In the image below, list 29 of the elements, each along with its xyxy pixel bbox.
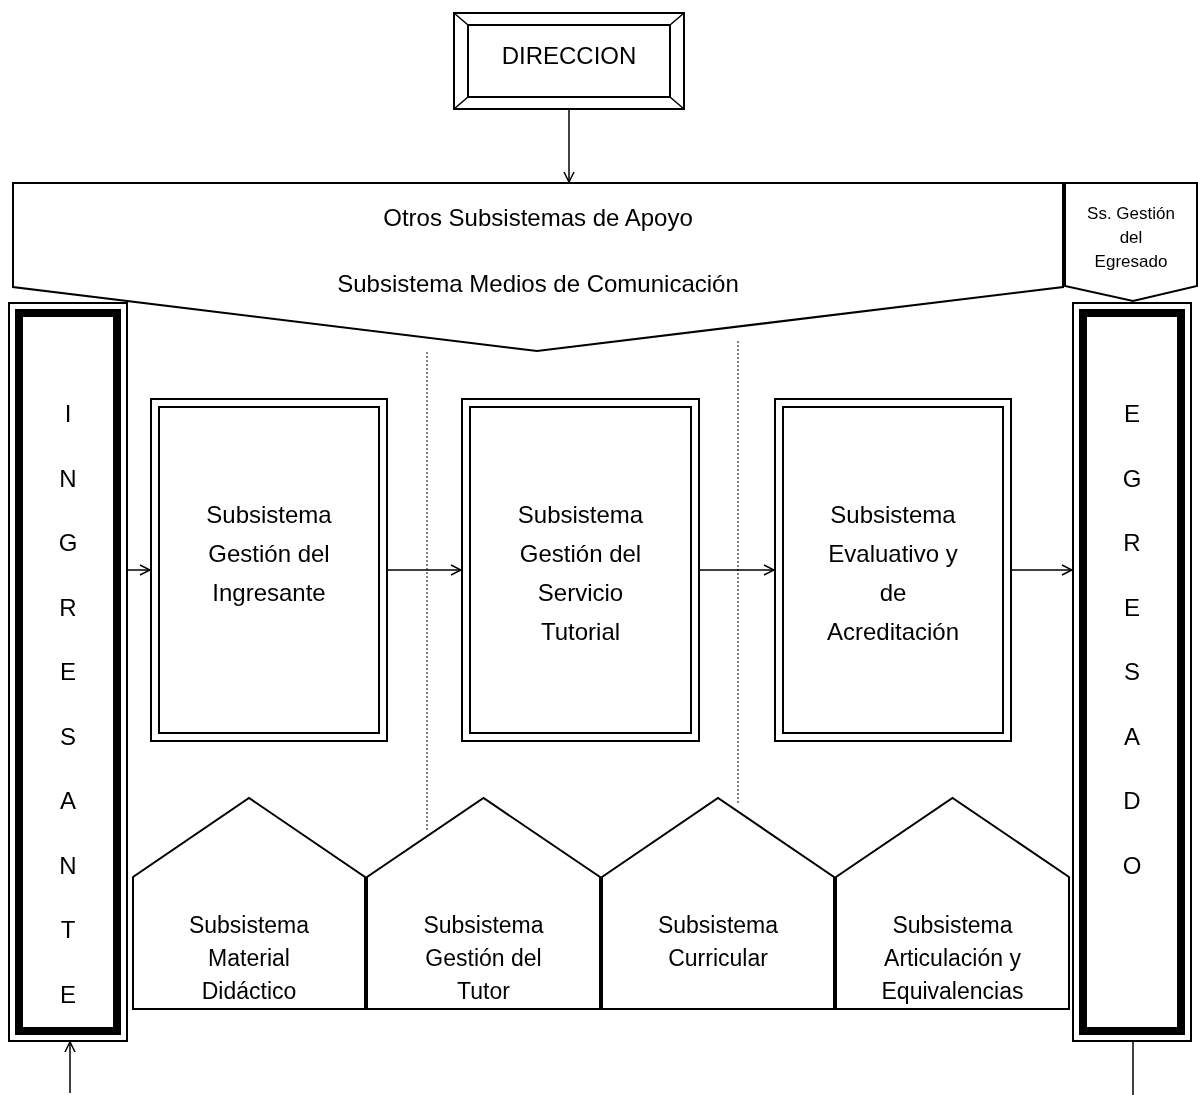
vertical-column-box [8, 302, 128, 1042]
banner-subheading: Subsistema Medios de Comunicación [336, 270, 740, 299]
node-label: Subsistema Gestión del Ingresante [205, 500, 333, 608]
vertical-label: EGRESADO [1122, 399, 1142, 881]
arrow [387, 564, 462, 576]
arrow [64, 1041, 76, 1094]
house-shape [132, 797, 366, 1010]
house-shape [601, 797, 835, 1010]
node-label: Subsistema Articulación y Equivalencias [880, 911, 1025, 1006]
node-label: Subsistema Gestión del Tutor [422, 911, 545, 1006]
vertical-label: INGRESANTE [58, 399, 78, 1010]
subsystem-box [150, 398, 388, 742]
node-label: DIRECCION [500, 42, 638, 71]
node-label: Subsistema Evaluativo y de Acreditación [825, 500, 961, 647]
arrow [1011, 564, 1073, 576]
house-shape [835, 797, 1070, 1010]
connector-line [1132, 1041, 1134, 1095]
subsystem-box [774, 398, 1012, 742]
bevel-frame-box [453, 12, 685, 110]
node-label: Subsistema Gestión del Servicio Tutorial [516, 500, 645, 647]
banner-heading: Otros Subsistemas de Apoyo [382, 204, 694, 233]
subsystem-box [461, 398, 700, 742]
node-label: Subsistema Curricular [656, 911, 780, 973]
arrow [127, 564, 151, 576]
house-shape [366, 797, 601, 1010]
arrow [699, 564, 775, 576]
arrow [563, 109, 575, 183]
node-label: Ss. Gestión del Egresado [1086, 203, 1176, 273]
node-label: Subsistema Material Didáctico [187, 911, 311, 1006]
